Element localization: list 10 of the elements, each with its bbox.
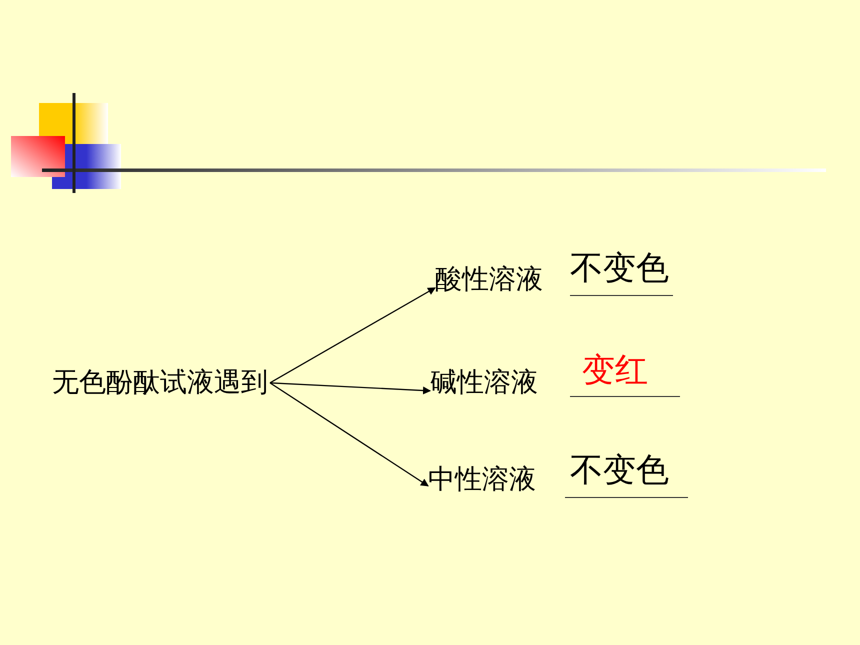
answer-text: 不变色 bbox=[570, 250, 669, 286]
answer-text: 不变色 bbox=[570, 452, 669, 488]
node-text: 无色酚酞试液遇到 bbox=[52, 368, 268, 398]
arrow bbox=[270, 382, 431, 394]
arrow bbox=[270, 287, 436, 384]
node-text: 碱性溶液 bbox=[430, 368, 538, 398]
node-text: 酸性溶液 bbox=[435, 265, 543, 295]
answer-text: 变红 bbox=[582, 352, 648, 388]
node-text: 中性溶液 bbox=[428, 465, 536, 495]
arrow bbox=[270, 382, 429, 486]
